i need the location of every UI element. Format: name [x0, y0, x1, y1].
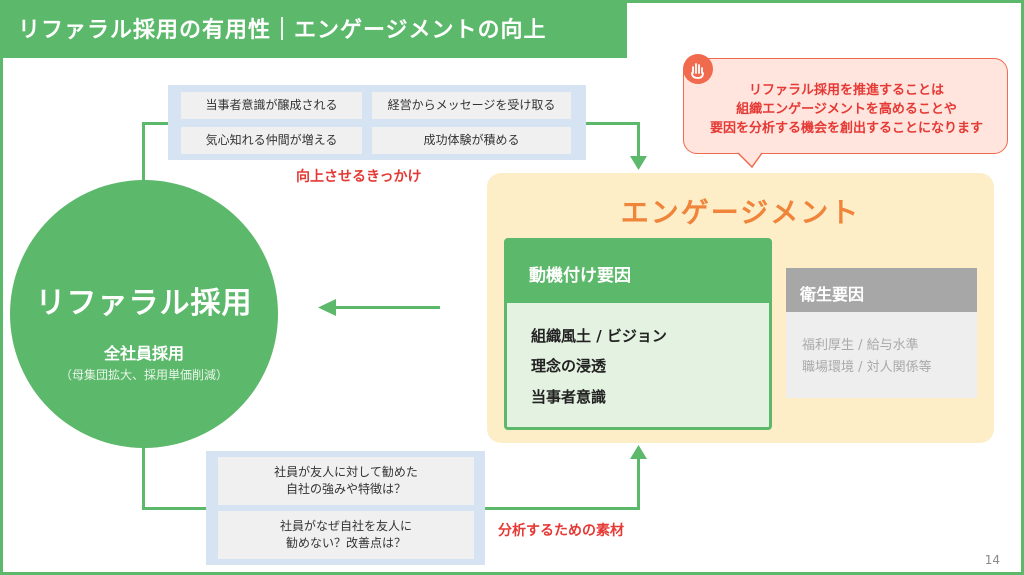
analysis-item: 社員がなぜ自社を友人に 勧めない？改善点は？: [218, 511, 474, 559]
callout-line: リファラル採用を推進することは: [748, 83, 944, 98]
connector-middle-horizontal: [334, 306, 440, 309]
hygiene-item: 福利厚生 / 給与水準: [802, 338, 919, 353]
trigger-item: 成功体験が積める: [372, 127, 571, 154]
referral-circle: リファラル採用 全社員採用 （母集団拡大、採用単価削減）: [10, 180, 278, 448]
trigger-item: 気心知れる仲間が増える: [181, 127, 362, 154]
analysis-item-line: 勧めない？改善点は？: [285, 536, 406, 550]
slide-header: リファラル採用の有用性｜エンゲージメントの向上: [0, 0, 627, 58]
connector-top-right-vertical: [637, 122, 640, 160]
referral-title: リファラル採用: [35, 286, 253, 321]
motivation-header: 動機付け要因: [507, 241, 769, 303]
callout-line: 組織エンゲージメントを高めることや: [736, 102, 957, 117]
arrow-left-icon: [318, 299, 336, 316]
engagement-title: エンゲージメント: [620, 196, 861, 229]
motivation-item: 当事者意識: [531, 388, 607, 406]
connector-bottom-right-vertical: [637, 458, 640, 510]
motivation-title: 動機付け要因: [529, 266, 631, 286]
analysis-item-line: 社員がなぜ自社を友人に: [279, 518, 412, 533]
page-number: 14: [984, 553, 1000, 567]
analysis-caption: 分析するための素材: [498, 523, 624, 539]
arrow-up-icon: [630, 445, 647, 459]
arrow-down-icon: [630, 156, 647, 170]
motivation-item: 組織風土 / ビジョン: [531, 327, 667, 345]
analysis-item-line: 社員が友人に対して勧めた: [274, 464, 418, 479]
slide-title: リファラル採用の有用性｜エンゲージメントの向上: [18, 18, 547, 43]
callout-bubble: リファラル採用を推進することは 組織エンゲージメントを高めることや 要因を分析す…: [683, 58, 1008, 154]
connector-bottom-left-horizontal: [142, 507, 208, 510]
hygiene-title: 衛生要因: [800, 285, 865, 304]
motivation-factors-box: 動機付け要因 組織風土 / ビジョン 理念の浸透 当事者意識: [504, 238, 772, 430]
trigger-item: 当事者意識が醸成される: [181, 92, 362, 119]
motivation-item: 理念の浸透: [531, 357, 607, 375]
trigger-caption: 向上させるきっかけ: [296, 169, 422, 185]
trigger-item: 経営からメッセージを受け取る: [372, 92, 571, 119]
callout-line: 要因を分析する機会を創出することになります: [709, 121, 983, 136]
hand-icon: [683, 54, 713, 84]
connector-top-left-horizontal: [142, 122, 168, 125]
referral-subtitle: 全社員採用: [103, 344, 184, 363]
hygiene-header: 衛生要因: [786, 268, 977, 312]
hygiene-factors-box: 衛生要因 福利厚生 / 給与水準 職場環境 / 対人関係等: [786, 268, 977, 398]
analysis-item: 社員が友人に対して勧めた 自社の強みや特徴は？: [218, 457, 474, 505]
connector-bottom-right-horizontal: [483, 507, 639, 510]
connector-bottom-left-vertical: [142, 446, 145, 510]
connector-top-right-horizontal: [586, 122, 639, 125]
callout-tail-icon: [738, 152, 763, 168]
analysis-item-line: 自社の強みや特徴は？: [285, 482, 406, 496]
referral-note: （母集団拡大、採用単価削減）: [59, 368, 228, 382]
hygiene-item: 職場環境 / 対人関係等: [802, 360, 932, 375]
connector-top-left-vertical: [142, 122, 145, 184]
